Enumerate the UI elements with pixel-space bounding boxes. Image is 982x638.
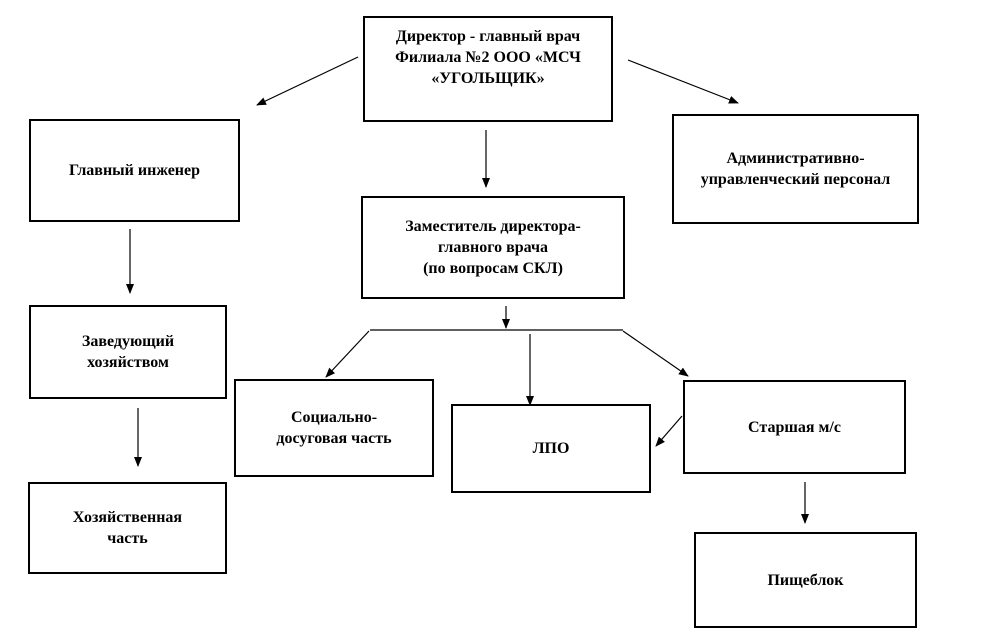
chief-engineer-box: Главный инженер xyxy=(29,119,240,222)
senior-nurse-label: Старшая м/с xyxy=(748,418,841,436)
lpo-label: ЛПО xyxy=(532,440,570,457)
household-line-1: Хозяйственная xyxy=(72,509,183,526)
household-line-2: часть xyxy=(107,530,148,547)
kitchen-label: Пищеблок xyxy=(767,571,844,589)
supply-head-line-2: хозяйством xyxy=(87,354,169,371)
deputy-director-box: Заместитель директора- главного врача (п… xyxy=(361,196,625,299)
household-box: Хозяйственная часть xyxy=(28,482,227,574)
arrow-to-senior-nurse xyxy=(622,330,689,377)
supply-head-box: Заведующий хозяйством xyxy=(29,305,227,399)
admin-staff-line-2: управленческий персонал xyxy=(700,171,891,188)
director-box: Директор - главный врач Филиала №2 ООО «… xyxy=(363,16,613,122)
arrow-director-to-admin-staff xyxy=(627,59,739,104)
social-leisure-line-2: досуговая часть xyxy=(276,430,392,447)
social-leisure-box: Социально- досуговая часть xyxy=(234,379,434,477)
deputy-line-1: Заместитель директора- xyxy=(405,218,581,235)
arrow-senior-nurse-to-lpo xyxy=(655,415,683,447)
senior-nurse-box: Старшая м/с xyxy=(683,380,906,474)
supply-head-line-1: Заведующий xyxy=(81,333,175,350)
deputy-line-2: главного врача xyxy=(437,239,549,256)
lpo-box: ЛПО xyxy=(451,404,651,493)
arrow-to-social-leisure xyxy=(325,330,370,378)
admin-staff-line-1: Административно- xyxy=(726,150,865,167)
director-line-3: «УГОЛЬЩИК» xyxy=(431,70,545,87)
chief-engineer-label: Главный инженер xyxy=(68,162,201,179)
social-leisure-line-1: Социально- xyxy=(290,409,378,426)
director-line-2: Филиала №2 ООО «МСЧ xyxy=(395,49,581,66)
director-line-1: Директор - главный врач xyxy=(395,28,581,45)
arrow-director-to-chief-engineer xyxy=(256,56,359,106)
deputy-line-3: (по вопросам СКЛ) xyxy=(423,260,563,277)
admin-staff-box: Административно- управленческий персонал xyxy=(672,114,919,224)
kitchen-box: Пищеблок xyxy=(694,532,917,628)
